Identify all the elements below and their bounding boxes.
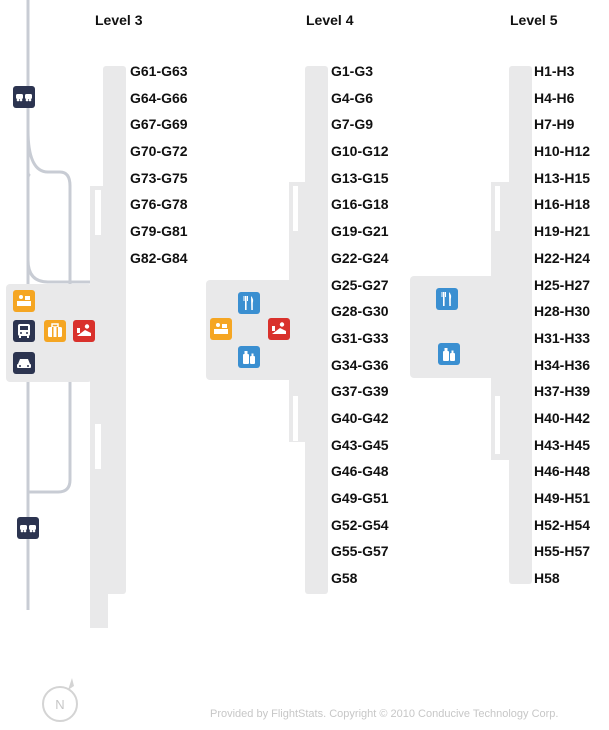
gate-label[interactable]: H7-H9 (534, 116, 575, 133)
gate-label[interactable]: G1-G3 (331, 63, 374, 79)
level-3-concourse (103, 66, 126, 594)
gate-label[interactable]: G34-G36 (331, 356, 389, 373)
duty-free-icon[interactable] (438, 343, 460, 365)
gate-label[interactable]: G28-G30 (331, 303, 389, 320)
level-4-terminal (206, 66, 328, 594)
check-in-icon[interactable] (210, 318, 232, 340)
level-4-hall (206, 280, 300, 380)
gate-label[interactable]: H16-H18 (534, 196, 591, 213)
level-5-gap-bottom (495, 396, 500, 454)
gate-label[interactable]: H37-H39 (534, 383, 591, 400)
shuttle-icon[interactable] (13, 86, 35, 108)
level-5-concourse (509, 66, 532, 584)
gate-label[interactable]: H40-H42 (534, 409, 591, 426)
level-3-pier (90, 186, 108, 628)
gate-label[interactable]: G55-G57 (331, 543, 389, 560)
upper-road-bend (26, 171, 31, 178)
gate-label[interactable]: G25-G27 (331, 276, 389, 293)
security-icon[interactable] (73, 320, 95, 342)
duty-free-icon[interactable] (238, 346, 260, 368)
gate-label[interactable]: G58 (331, 570, 358, 587)
gate-label[interactable]: G52-G54 (331, 516, 389, 533)
gate-label[interactable]: G70-G72 (130, 143, 188, 160)
level-4-gap-bottom (293, 396, 298, 441)
bus-icon[interactable] (13, 320, 35, 342)
gate-label[interactable]: H43-H45 (534, 436, 591, 453)
gate-label[interactable]: H31-H33 (534, 329, 591, 346)
gate-label[interactable]: H13-H15 (534, 169, 591, 186)
gate-label[interactable]: G46-G48 (331, 463, 389, 480)
security-icon[interactable] (268, 318, 290, 340)
gate-label[interactable]: G64-G66 (130, 89, 188, 106)
gate-label[interactable]: H52-H54 (534, 516, 591, 533)
level-3-gap-bottom (95, 424, 101, 469)
gate-label[interactable]: G67-G69 (130, 116, 188, 133)
gate-label[interactable]: G13-G15 (331, 169, 389, 186)
level-4-concourse (305, 66, 328, 594)
level-4-title: Level 4 (306, 12, 354, 28)
gate-label[interactable]: G16-G18 (331, 196, 389, 213)
gate-label[interactable]: H19-H21 (534, 223, 591, 240)
gate-label[interactable]: H58 (534, 570, 560, 587)
level-4-gate-list: G1-G3 G4-G6 G7-G9 G10-G12 G13-G15 G16-G1… (331, 62, 389, 596)
gate-label[interactable]: G43-G45 (331, 436, 389, 453)
shuttle-icon[interactable] (17, 517, 39, 539)
baggage-icon[interactable] (44, 320, 66, 342)
taxi-icon[interactable] (13, 352, 35, 374)
compass-label: N (55, 697, 64, 712)
gate-label[interactable]: G82-G84 (130, 249, 188, 266)
gate-label[interactable]: G76-G78 (130, 196, 188, 213)
gate-label[interactable]: G79-G81 (130, 223, 188, 240)
level-5-terminal (410, 66, 532, 584)
gate-label[interactable]: G4-G6 (331, 89, 374, 106)
gate-label[interactable]: H46-H48 (534, 463, 591, 480)
upper-road-branch (26, 129, 72, 494)
level-5-hall (410, 276, 496, 378)
gate-label[interactable]: G22-G24 (331, 249, 389, 266)
copyright-footer: Provided by FlightStats. Copyright © 201… (210, 708, 559, 720)
level-5-title: Level 5 (510, 12, 558, 28)
level-3-terminal (6, 66, 126, 628)
gate-label[interactable]: H28-H30 (534, 303, 591, 320)
level-3-title: Level 3 (95, 12, 143, 28)
level-5-gate-list: H1-H3 H4-H6 H7-H9 H10-H12 H13-H15 H16-H1… (534, 62, 590, 596)
gate-label[interactable]: H4-H6 (534, 89, 575, 106)
gate-label[interactable]: H10-H12 (534, 143, 591, 160)
gate-label[interactable]: G73-G75 (130, 169, 188, 186)
gate-label[interactable]: H55-H57 (534, 543, 591, 560)
check-in-icon[interactable] (13, 290, 35, 312)
gate-label[interactable]: G40-G42 (331, 409, 389, 426)
gate-label[interactable]: H34-H36 (534, 356, 591, 373)
gate-label[interactable]: H22-H24 (534, 249, 591, 266)
gate-label[interactable]: G61-G63 (130, 63, 188, 79)
level-5-gap-top (495, 186, 500, 231)
level-3-gap-top (95, 190, 101, 235)
level-5-pier (491, 182, 513, 460)
gate-label[interactable]: G7-G9 (331, 116, 374, 133)
level-4-gap-top (293, 186, 298, 231)
compass-icon: N (42, 678, 78, 722)
dining-icon[interactable] (436, 288, 458, 310)
lower-road-branch (26, 259, 90, 284)
gate-label[interactable]: G49-G51 (331, 490, 389, 506)
gate-label[interactable]: G31-G33 (331, 329, 389, 346)
gate-label[interactable]: H25-H27 (534, 276, 591, 293)
gate-label[interactable]: G10-G12 (331, 143, 389, 160)
gate-label[interactable]: H49-H51 (534, 490, 591, 506)
dining-icon[interactable] (238, 292, 260, 314)
level-3-gate-list: G61-G63 G64-G66 G67-G69 G70-G72 G73-G75 … (130, 62, 188, 276)
gate-label[interactable]: H1-H3 (534, 63, 575, 79)
gate-label[interactable]: G37-G39 (331, 383, 389, 400)
gate-label[interactable]: G19-G21 (331, 223, 389, 240)
